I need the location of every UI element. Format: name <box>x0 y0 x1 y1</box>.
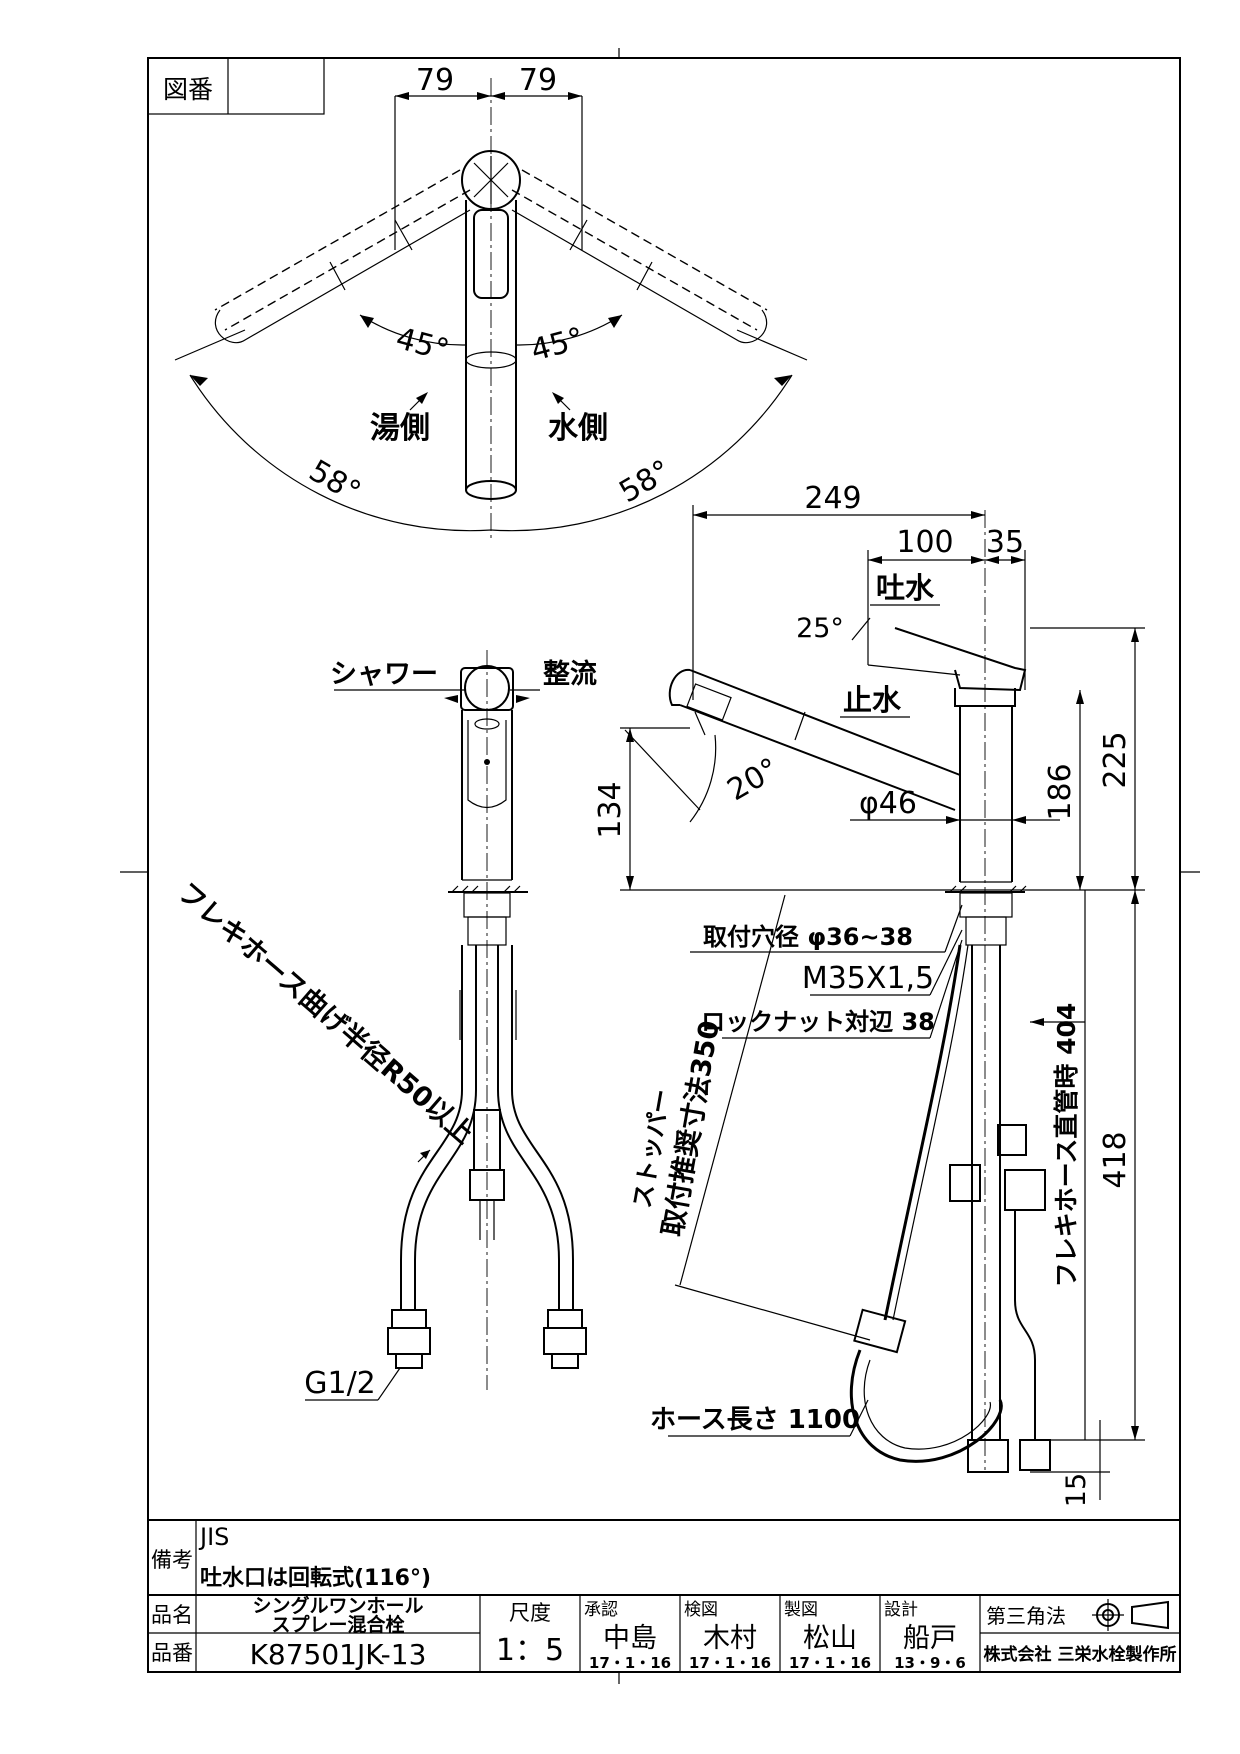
approval-3: 製図 松山 17・1・16 <box>784 1600 871 1672</box>
svg-text:17・1・16: 17・1・16 <box>689 1654 771 1672</box>
scale-value: 1：5 <box>496 1633 564 1668</box>
projection-label: 第三角法 <box>986 1604 1066 1628</box>
front-view: シャワー 整流 フレキホース曲げ半径R50以上 G1/2 <box>172 650 597 1401</box>
svg-text:製図: 製図 <box>784 1600 818 1620</box>
svg-text:17・1・16: 17・1・16 <box>589 1654 671 1672</box>
svg-text:木村: 木村 <box>703 1623 757 1654</box>
hinmei-line1: シングルワンホール <box>252 1594 423 1617</box>
dim-35: 35 <box>986 525 1024 560</box>
drawing-number-box: 図番 <box>147 57 325 115</box>
zuban-label: 図番 <box>163 75 213 104</box>
angle-58-right: 58° <box>613 453 677 510</box>
angle-25: 25° <box>796 613 844 644</box>
hose-length-label: ホース長さ 1100 <box>650 1405 860 1435</box>
dim-418: 418 <box>1098 1131 1133 1188</box>
top-view: 79 79 45° 45° 58° 58° <box>174 63 808 540</box>
hinmei-label: 品名 <box>151 1603 193 1627</box>
stream-label: 整流 <box>543 659 597 690</box>
dim-79-left: 79 <box>416 63 454 98</box>
thread-g12-label: G1/2 <box>304 1366 376 1401</box>
approval-1: 承認 中島 17・1・16 <box>584 1600 671 1672</box>
flexi-hose-straight-note: フレキホース直管時 404 <box>1052 1003 1081 1288</box>
angle-20: 20° <box>721 751 785 808</box>
biko-label: 備考 <box>151 1548 193 1572</box>
angle-45-right: 45° <box>527 321 587 369</box>
svg-text:船戸: 船戸 <box>903 1623 957 1654</box>
title-block: 備考 JIS 吐水口は回転式(116°) 品名 シングルワンホール スプレー混合… <box>148 1519 1180 1672</box>
dim-100: 100 <box>896 525 953 560</box>
svg-text:検図: 検図 <box>684 1600 718 1620</box>
biko-line2: 吐水口は回転式(116°) <box>200 1565 431 1591</box>
third-angle-symbol-icon <box>1092 1599 1169 1631</box>
svg-text:松山: 松山 <box>803 1623 857 1654</box>
hinban-label: 品番 <box>151 1641 193 1665</box>
mounting-hole-dia: 取付穴径 φ36~38 <box>703 923 913 951</box>
dim-134: 134 <box>593 781 628 838</box>
diameter-46: φ46 <box>859 786 917 821</box>
dim-186: 186 <box>1043 763 1078 820</box>
svg-text:17・1・16: 17・1・16 <box>789 1654 871 1672</box>
angle-45-left: 45° <box>392 321 452 369</box>
hinban-value: K87501JK-13 <box>250 1638 427 1671</box>
approval-2: 検図 木村 17・1・16 <box>684 1600 771 1672</box>
stop-label: 止水 <box>843 683 902 717</box>
svg-text:設計: 設計 <box>884 1600 918 1620</box>
svg-text:13・9・6: 13・9・6 <box>894 1654 966 1672</box>
dim-225: 225 <box>1098 731 1133 788</box>
company-name: 株式会社 三栄水栓製作所 <box>984 1644 1177 1665</box>
approval-4: 設計 船戸 13・9・6 <box>884 1600 966 1672</box>
hinmei-line2: スプレー混合栓 <box>271 1613 404 1636</box>
dim-79-right: 79 <box>519 63 557 98</box>
dim-249: 249 <box>804 481 861 516</box>
side-view: 249 100 35 吐水 25° 止水 20° <box>593 481 1145 1507</box>
cold-side-label: 水側 <box>548 411 608 446</box>
drawing-frame <box>120 48 1200 1684</box>
scale-label: 尺度 <box>509 1601 551 1625</box>
dim-15: 15 <box>1061 1473 1092 1507</box>
svg-text:承認: 承認 <box>584 1600 618 1620</box>
shower-label: シャワー <box>330 659 438 690</box>
hot-side-label: 湯側 <box>370 411 430 446</box>
biko-line1: JIS <box>198 1523 229 1551</box>
svg-text:中島: 中島 <box>603 1623 657 1654</box>
angle-58-left: 58° <box>303 453 367 510</box>
hose-bend-note: フレキホース曲げ半径R50以上 <box>172 877 480 1150</box>
locknut-label: ロックナット対辺 38 <box>701 1008 935 1036</box>
spout-label: 吐水 <box>876 571 935 605</box>
thread-m35: M35X1,5 <box>802 961 934 996</box>
